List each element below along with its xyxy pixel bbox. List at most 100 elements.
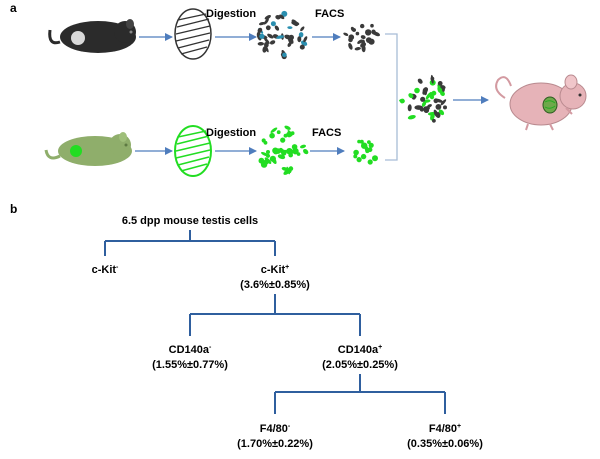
cell — [348, 34, 355, 40]
wildtype-testis-icon — [174, 8, 212, 60]
cell — [437, 81, 443, 86]
cell — [360, 35, 366, 40]
cell — [438, 109, 445, 116]
cell — [303, 36, 308, 43]
cell — [284, 125, 291, 130]
cell — [417, 78, 423, 84]
cell — [359, 139, 364, 144]
cell — [269, 132, 275, 139]
cell — [422, 87, 428, 93]
wildtype-donor-mouse-icon — [48, 19, 136, 53]
cell — [427, 104, 432, 108]
cell — [440, 85, 446, 90]
tree-branch-cd140a — [274, 374, 446, 414]
top-facs-label: FACS — [315, 8, 344, 20]
top-digested-cells — [256, 10, 308, 60]
cell — [292, 148, 299, 155]
bottom-digestion-label: Digestion — [206, 127, 256, 139]
recipient-mouse-icon — [495, 74, 587, 131]
cd140a-positive-value: (2.05%±0.25%) — [322, 359, 398, 371]
cell — [270, 21, 276, 27]
top-digestion-label: Digestion — [206, 8, 256, 20]
cell — [277, 154, 286, 160]
cell — [298, 32, 304, 38]
f480-positive-value: (0.35%±0.06%) — [407, 438, 483, 450]
cell — [274, 25, 280, 31]
cell — [425, 91, 433, 100]
cell — [301, 40, 308, 46]
cell — [264, 15, 271, 20]
cell — [297, 36, 302, 43]
panel-label-a: a — [10, 1, 17, 15]
cell — [275, 14, 281, 20]
cell — [299, 44, 305, 50]
ckit-positive-value: (3.6%±0.85%) — [240, 279, 310, 291]
cell — [365, 149, 370, 154]
cell — [281, 10, 288, 17]
cell — [361, 44, 366, 53]
cell — [258, 157, 265, 164]
cell — [353, 149, 359, 156]
cell — [273, 149, 279, 155]
cell — [281, 166, 288, 171]
bottom-facs-label: FACS — [312, 127, 341, 139]
cell — [360, 153, 367, 160]
cell — [279, 14, 285, 20]
cell — [257, 41, 264, 46]
cell — [303, 148, 309, 155]
cell — [276, 130, 281, 135]
cell — [259, 33, 265, 39]
ckit-negative-label: c-Kit- — [92, 264, 119, 276]
cell — [360, 23, 365, 29]
cell — [276, 35, 285, 39]
cell — [367, 140, 371, 145]
cell — [286, 148, 293, 155]
cell — [280, 137, 286, 143]
cell — [284, 34, 292, 40]
cell — [407, 104, 412, 112]
cell — [287, 129, 293, 137]
cell — [432, 118, 436, 123]
cell — [443, 105, 447, 110]
f480-positive-label: F4/80+ — [429, 423, 461, 435]
cell — [399, 98, 405, 104]
cell — [299, 144, 307, 149]
cell — [287, 26, 293, 30]
cell — [431, 90, 437, 96]
cd140a-negative-label: CD140a- — [169, 344, 212, 356]
panel-label-b: b — [10, 202, 17, 216]
cd140a-positive-label: CD140a+ — [338, 344, 382, 356]
bottom-digested-cells — [258, 125, 309, 175]
f480-negative-label: F4/80- — [260, 423, 291, 435]
cell — [434, 98, 444, 103]
cell — [271, 159, 277, 164]
cell — [419, 107, 425, 112]
ckit-positive-label: c-Kit+ — [261, 264, 290, 276]
cell — [408, 93, 414, 99]
cell — [291, 19, 299, 27]
cell — [260, 151, 269, 157]
cell — [269, 40, 276, 45]
cell — [370, 23, 374, 28]
cell — [357, 39, 364, 44]
cell — [263, 18, 269, 25]
cell — [414, 87, 420, 94]
cell — [343, 32, 349, 37]
cell — [407, 114, 416, 120]
cell — [265, 25, 271, 31]
cell — [440, 91, 445, 97]
cell — [355, 31, 360, 36]
cell — [367, 159, 373, 165]
cell — [371, 29, 377, 35]
cell — [361, 142, 368, 149]
cell — [433, 109, 439, 118]
gfp-donor-mouse-icon — [44, 132, 132, 166]
cell — [357, 139, 361, 144]
bottom-sorted-cells — [353, 139, 378, 165]
cd140a-negative-value: (1.55%±0.77%) — [152, 359, 228, 371]
cell — [300, 26, 305, 32]
cell — [365, 29, 372, 36]
tree-root-label: 6.5 dpp mouse testis cells — [122, 215, 258, 227]
mixed-cells — [399, 74, 447, 123]
